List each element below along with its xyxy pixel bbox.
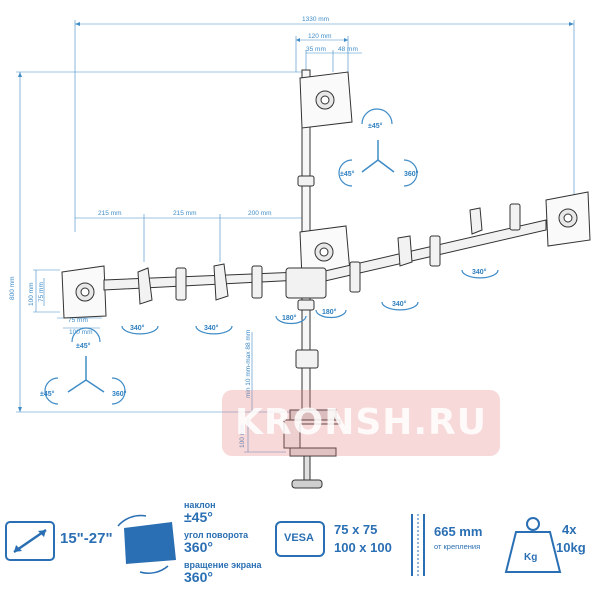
- mount-diagram: 1330 mm 120 mm 35 mm 48 mm 800 mm 215 mm…: [9, 16, 591, 489]
- rotate-value: 360°: [184, 569, 213, 585]
- tilt-value: ±45°: [184, 509, 213, 525]
- angle-top-tilt: ±45°: [368, 122, 383, 130]
- angle-center-right: 180°: [322, 308, 337, 316]
- height-icon: [411, 514, 425, 576]
- dim-vesa-v-inner: 75 mm: [38, 282, 45, 302]
- dim-pole-range: min 10 mm-max 88 mm: [245, 330, 252, 398]
- angle-arm-4: 340°: [472, 268, 487, 276]
- tilt-label: наклон: [184, 500, 216, 510]
- angle-center-left: 180°: [282, 314, 297, 322]
- dim-arm-2: 215 mm: [173, 210, 196, 217]
- dim-clamp: 100 mm: [239, 425, 246, 448]
- weight-icon: [504, 517, 562, 573]
- angle-arm-3: 340°: [392, 300, 407, 308]
- dim-vesa-v-outer: 100 mm: [28, 283, 35, 306]
- angle-left-tilt: ±45°: [76, 342, 91, 350]
- vesa-plate-left: [61, 265, 107, 319]
- screen-size-value: 15"-27": [60, 530, 113, 547]
- vesa-value-1: 75 x 75: [334, 522, 378, 537]
- watermark: KRONSH.RU: [222, 390, 500, 456]
- dim-top-right: 48 mm: [338, 46, 358, 53]
- weight-count: 4x: [562, 522, 577, 537]
- spec-bar: 15"-27" наклон ±45° угол поворота 360° в…: [0, 500, 600, 600]
- vesa-plate-right: [545, 191, 591, 247]
- swivel-value: 360°: [184, 539, 213, 555]
- dim-top-left: 35 mm: [306, 46, 326, 53]
- vesa-plate-center: [299, 225, 351, 279]
- angle-arm-2: 340°: [204, 324, 219, 332]
- mount-drawing: [61, 69, 591, 489]
- dimension-lines: [16, 20, 575, 453]
- dim-vesa-h-inner: 75 mm: [68, 317, 88, 324]
- height-label: от крепления: [434, 542, 481, 551]
- vesa-badge-text: VESA: [284, 532, 314, 544]
- desk-clamp: [283, 409, 341, 489]
- watermark-text: KRONSH.RU: [234, 402, 488, 443]
- dimension-arrows: [18, 22, 574, 412]
- vesa-value-2: 100 x 100: [334, 540, 392, 555]
- spec-icons: [5, 514, 562, 576]
- weight-badge-text: Kg: [524, 552, 538, 563]
- angle-arcs: [44, 108, 499, 405]
- height-value: 665 mm: [434, 524, 483, 539]
- angle-arm-1: 340°: [130, 324, 145, 332]
- dim-vesa-h-outer: 100 mm: [69, 329, 92, 336]
- screen-rotation-icon: [117, 514, 176, 574]
- weight-value: 10kg: [556, 540, 586, 555]
- angle-top-swivel: ±45°: [340, 170, 355, 178]
- angle-left-swivel: ±45°: [40, 390, 55, 398]
- axis-crosses: [67, 140, 395, 393]
- dim-top-width: 120 mm: [308, 33, 331, 40]
- dim-height: 800 mm: [9, 277, 16, 300]
- rotate-label: вращение экрана: [184, 560, 262, 570]
- vesa-plate-top: [299, 71, 353, 129]
- dim-arm-1: 215 mm: [98, 210, 121, 217]
- dim-total-width: 1330 mm: [302, 16, 329, 23]
- dim-arm-3: 200 mm: [248, 210, 271, 217]
- swivel-label: угол поворота: [184, 530, 249, 540]
- angle-left-rotate: 360°: [112, 390, 127, 398]
- vesa-badge-icon: [275, 521, 325, 557]
- screen-size-icon: [5, 521, 55, 561]
- angle-top-rotate: 360°: [404, 170, 419, 178]
